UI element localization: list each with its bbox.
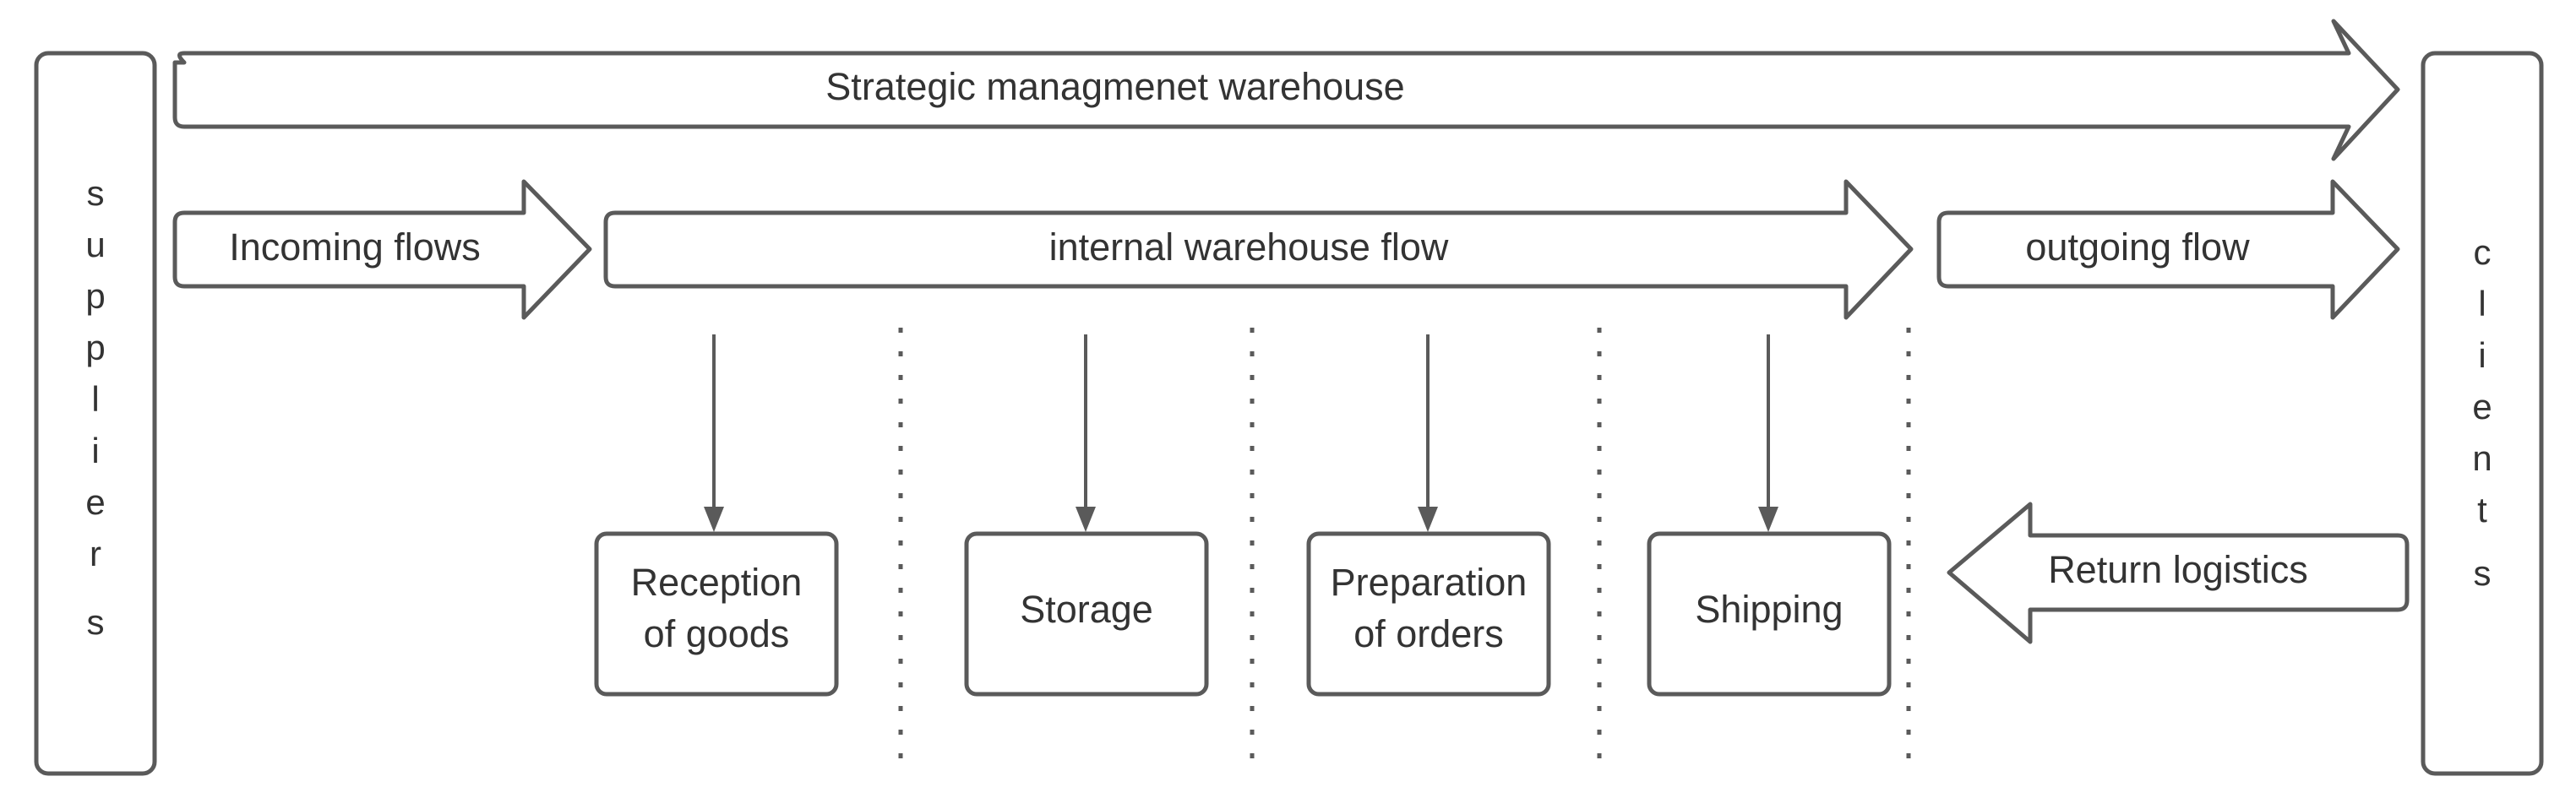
suppliers-letter: u [85, 225, 105, 264]
step-label-line: of orders [1353, 612, 1504, 655]
step-reception-of-goods: Reception of goods [594, 531, 839, 697]
clients-letter: n [2472, 438, 2492, 478]
step-shipping: Shipping [1647, 531, 1892, 697]
suppliers-letter: l [91, 379, 99, 419]
clients-letter: i [2478, 335, 2486, 375]
clients-letter: s [2474, 553, 2492, 593]
clients-box: c l i e n t s [2421, 51, 2544, 776]
connector-arrow [704, 334, 724, 532]
step-label-line: Preparation [1331, 561, 1528, 604]
internal-warehouse-flow-label: internal warehouse flow [1049, 225, 1449, 269]
incoming-flows-label: Incoming flows [229, 225, 481, 269]
step-storage: Storage [964, 531, 1209, 697]
suppliers-letter: i [91, 431, 99, 470]
clients-label: c l i e n t s [2472, 232, 2492, 593]
step-label-line: of goods [644, 612, 790, 655]
suppliers-box: s u p p l i e r s [34, 51, 157, 776]
return-logistics-label: Return logistics [2048, 548, 2308, 591]
step-label-line: Shipping [1695, 588, 1843, 631]
outgoing-flow-label: outgoing flow [2025, 225, 2250, 269]
strategic-management-arrow: Strategic managmenet warehouse [172, 19, 2400, 161]
clients-letter: t [2477, 490, 2487, 529]
suppliers-letter: s [87, 173, 105, 213]
suppliers-letter: p [85, 276, 105, 316]
step-dividers [898, 328, 1911, 775]
clients-letter: l [2478, 284, 2486, 323]
clients-letter: c [2474, 232, 2492, 272]
suppliers-letter: s [87, 602, 105, 642]
return-logistics-arrow: Return logistics [1947, 502, 2410, 644]
suppliers-letter: p [85, 328, 105, 367]
suppliers-letter: e [85, 482, 105, 522]
step-connectors [704, 334, 1778, 532]
connector-arrow [1076, 334, 1096, 532]
outgoing-flow-arrow: outgoing flow [1936, 179, 2400, 320]
incoming-flows-arrow: Incoming flows [172, 179, 592, 320]
connector-arrow [1758, 334, 1778, 532]
strategic-management-label: Strategic managmenet warehouse [825, 65, 1404, 108]
step-preparation-of-orders: Preparation of orders [1306, 531, 1551, 697]
clients-letter: e [2472, 387, 2492, 426]
connector-arrow [1418, 334, 1438, 532]
suppliers-label: s u p p l i e r s [85, 173, 105, 642]
internal-warehouse-flow-arrow: internal warehouse flow [603, 179, 1914, 320]
step-label-line: Reception [631, 561, 803, 604]
suppliers-letter: r [90, 534, 101, 573]
step-label-line: Storage [1020, 588, 1153, 631]
